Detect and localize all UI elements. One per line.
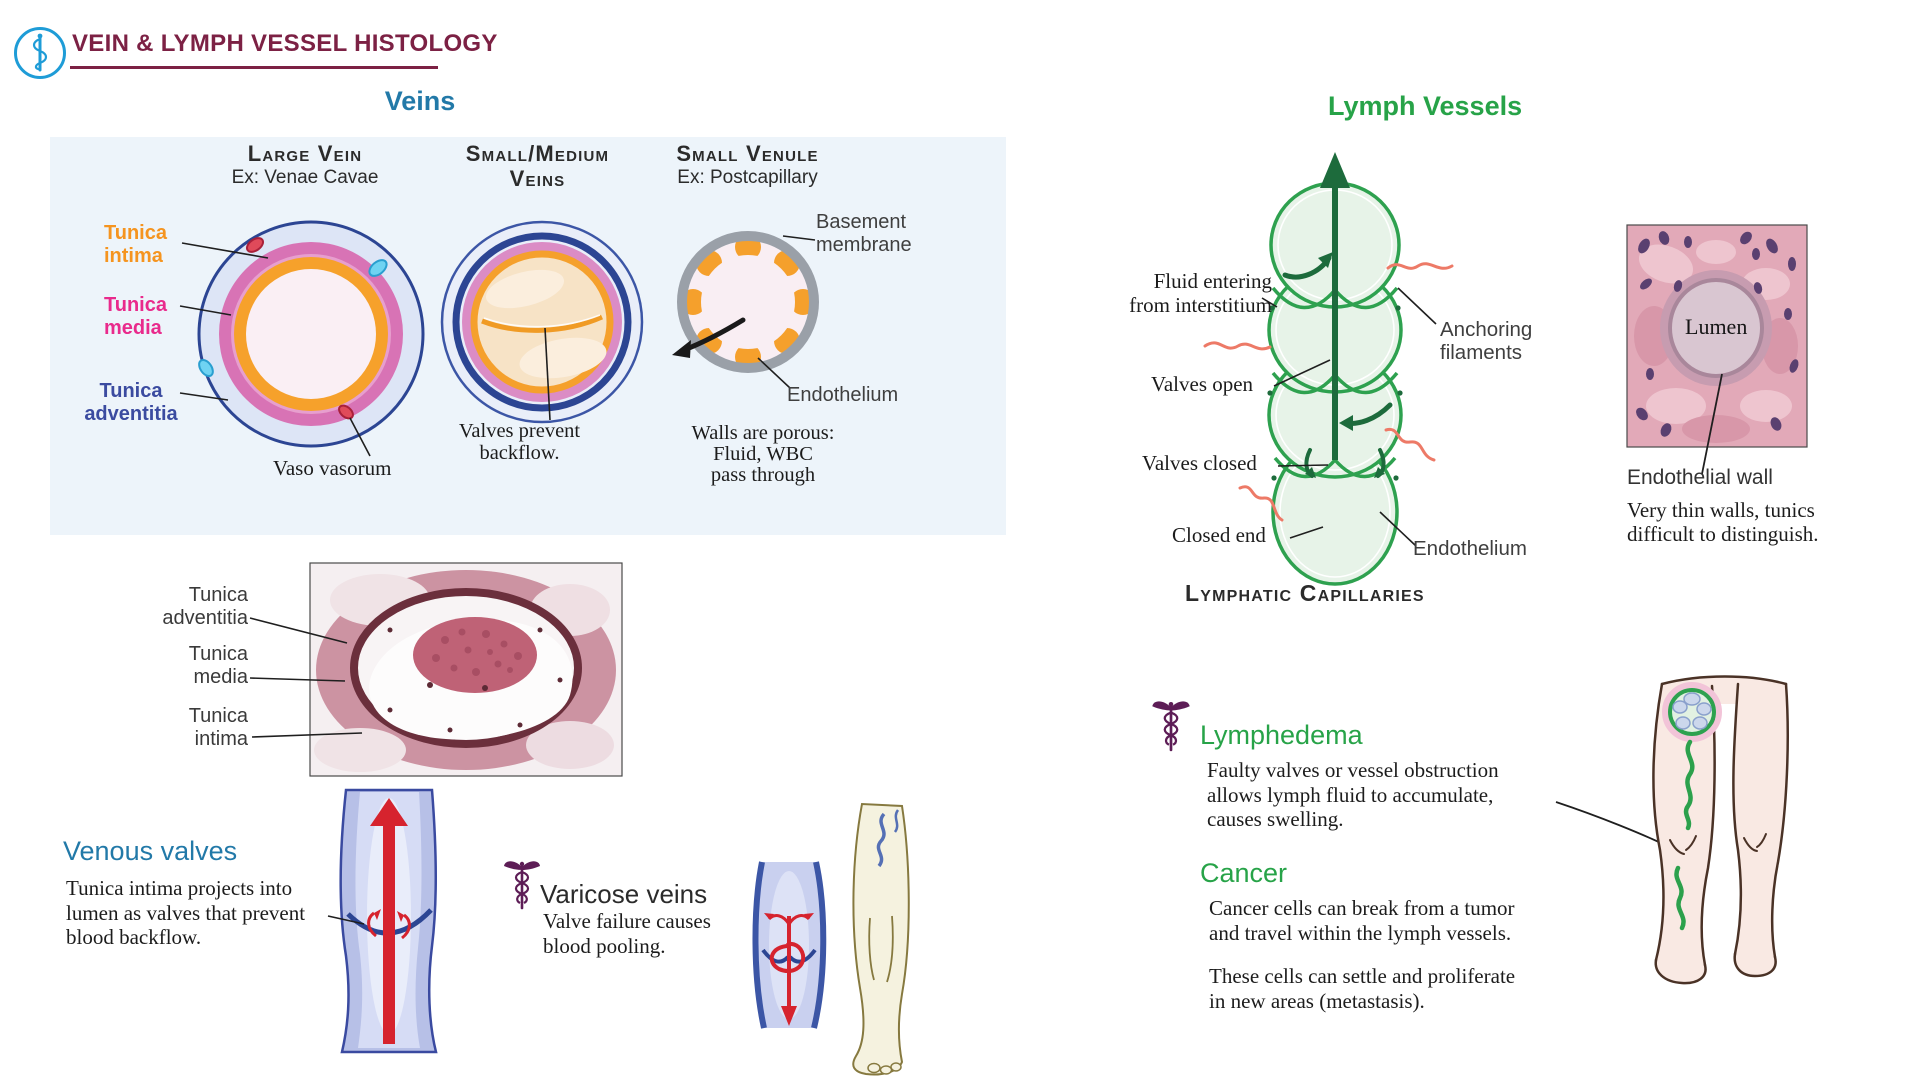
label-closed-end: Closed end [1172, 523, 1266, 547]
cancer-heading: Cancer [1200, 858, 1288, 888]
label-valves-open: Valves open [1151, 372, 1254, 396]
page-title: VEIN & LYMPH VESSEL HISTOLOGY [72, 30, 498, 57]
lymphedema-heading: Lymphedema [1200, 720, 1363, 750]
small-venule-header: Small Venule Ex: Postcapillary [620, 141, 875, 189]
label-endothelial-wall: Endothelial wall [1627, 466, 1773, 489]
caduceus-icon [1150, 698, 1192, 752]
failed-valve-diagram [752, 861, 827, 1029]
lymphatic-capillaries-caption: Lymphatic Capillaries [1185, 580, 1425, 606]
label-lumen: Lumen [1685, 314, 1748, 339]
lymph-section-heading: Lymph Vessels [1328, 91, 1523, 121]
label-endothelium-lymph: Endothelium [1413, 537, 1527, 560]
large-vein-header: Large Vein Ex: Venae Cavae [175, 141, 435, 189]
vein-histology-image [249, 562, 623, 777]
title-underline [70, 66, 438, 69]
venous-valves-heading: Venous valves [63, 836, 238, 866]
label-endothelium-venule: Endothelium [787, 384, 899, 406]
varicose-leg-illustration [852, 802, 910, 1076]
small-venule-subtitle: Ex: Postcapillary [677, 167, 818, 188]
large-vein-subtitle: Ex: Venae Cavae [231, 167, 379, 188]
veins-section-heading: Veins [384, 86, 456, 116]
large-vein-title: Large Vein [247, 141, 363, 166]
lymphatic-capillary-diagram [1203, 152, 1454, 586]
venous-valve-diagram [327, 788, 438, 1054]
caduceus-icon [502, 858, 542, 910]
vein-cross-section-diagrams [179, 220, 819, 457]
lymph-legs-illustration [1652, 675, 1789, 985]
label-vaso-vasorum: Vaso vasorum [273, 456, 392, 480]
label-valves-closed: Valves closed [1142, 451, 1257, 475]
small-venule-title: Small Venule [676, 141, 819, 166]
varicose-veins-heading: Varicose veins [540, 879, 708, 909]
rod-of-asclepius-icon [14, 27, 66, 79]
lymph-histology-image [1626, 224, 1808, 475]
